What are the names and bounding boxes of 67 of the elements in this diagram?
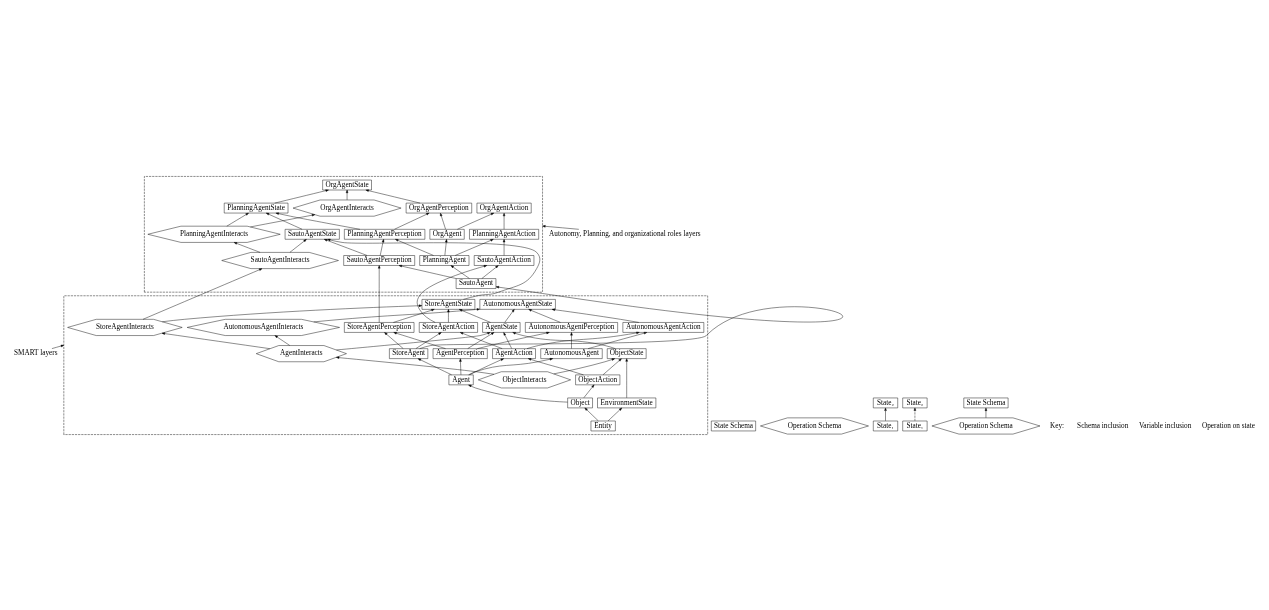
arrow [454, 238, 494, 256]
arrow [324, 238, 368, 256]
arrow [526, 331, 640, 349]
arrow [528, 357, 584, 375]
arrow [460, 331, 503, 349]
arrow [542, 224, 580, 230]
arrow [415, 331, 442, 349]
arrow [266, 212, 303, 229]
arrow [161, 331, 271, 349]
arrow [503, 331, 512, 349]
arrow [504, 308, 515, 322]
arrow [477, 331, 550, 349]
arrow [502, 238, 506, 256]
arrow [583, 384, 595, 398]
arrow [345, 189, 349, 200]
arrow [393, 331, 446, 349]
arrow [233, 241, 261, 253]
arrow [459, 308, 491, 323]
arrow [467, 331, 495, 349]
arrow [398, 264, 457, 279]
arrow [142, 267, 263, 319]
arrow [417, 357, 452, 375]
arrow [984, 407, 988, 418]
arrow [553, 357, 615, 374]
arrow [468, 384, 568, 402]
arrow [250, 213, 316, 227]
arrow [444, 238, 448, 256]
arrow [394, 212, 430, 229]
arrow [379, 238, 385, 256]
arrow [384, 331, 404, 349]
arrow [551, 308, 640, 323]
arrow [365, 189, 421, 203]
arrow [469, 357, 504, 375]
arrow [274, 189, 329, 203]
arrow [226, 212, 249, 226]
arrow [913, 407, 917, 421]
arrow [570, 331, 573, 349]
arrow [502, 212, 506, 229]
arrow [884, 407, 887, 421]
arrow [602, 358, 622, 375]
arrow [395, 238, 434, 256]
arrow [587, 331, 648, 349]
arrow [51, 344, 65, 349]
arrow [393, 308, 435, 323]
arrow [274, 334, 290, 346]
arrow [440, 212, 446, 229]
arrow [468, 357, 553, 375]
arrow [459, 358, 462, 375]
arrow [313, 307, 480, 322]
arrow [512, 331, 616, 349]
arrow [327, 238, 541, 300]
arrow [625, 357, 628, 398]
arrow [419, 285, 842, 349]
arrow [447, 308, 450, 322]
arrow [481, 264, 499, 279]
arrow [336, 331, 491, 350]
arrow [528, 308, 561, 323]
arrow [289, 238, 307, 253]
arrow [378, 264, 381, 323]
arrow [162, 304, 422, 322]
arrow [275, 212, 361, 230]
arrow [416, 264, 488, 323]
arrow [457, 212, 495, 229]
arrow [336, 355, 495, 375]
arrow [607, 407, 623, 421]
arrow [584, 407, 599, 421]
arrow [450, 264, 470, 279]
